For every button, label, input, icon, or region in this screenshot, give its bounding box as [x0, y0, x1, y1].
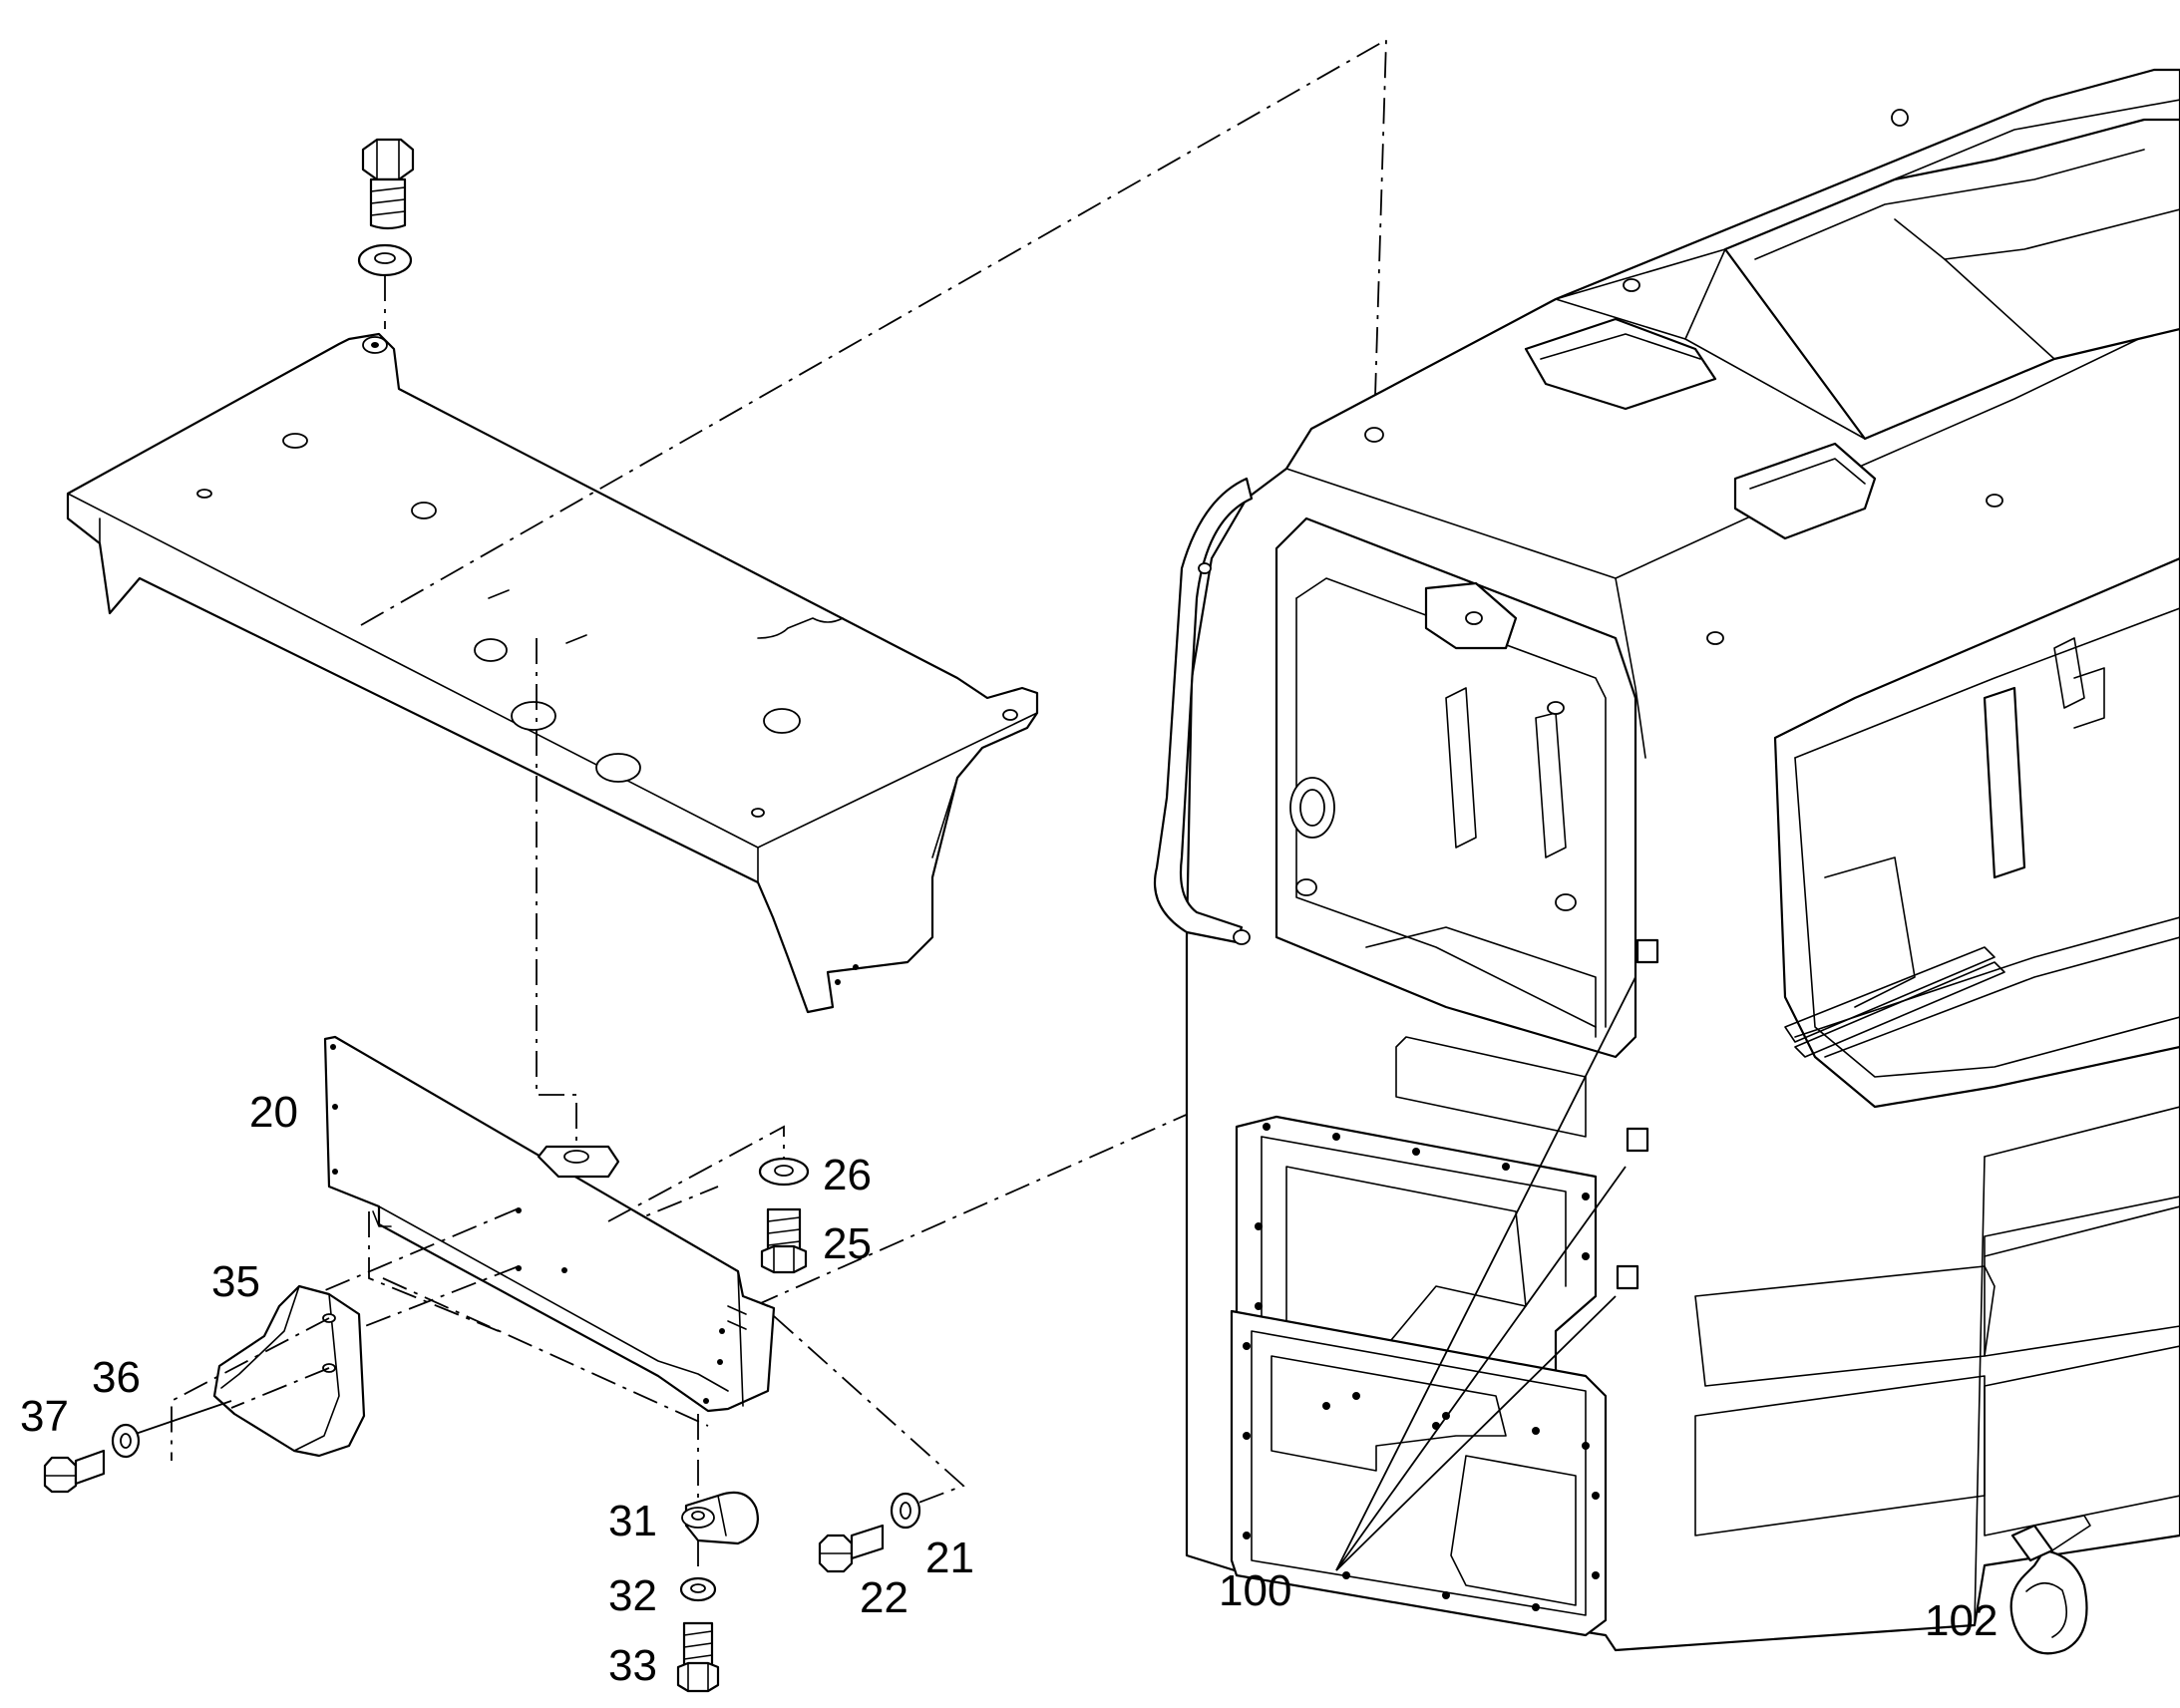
top-bolt: [361, 138, 415, 230]
callout-26: 26: [823, 1151, 872, 1199]
top-washer: [357, 243, 413, 277]
callout-100: 100: [1219, 1566, 1291, 1615]
bolt-37: [43, 1449, 106, 1494]
guard-35: [212, 1284, 366, 1458]
callout-37: 37: [20, 1392, 69, 1441]
callout-35: 35: [211, 1257, 260, 1306]
bolt-33: [676, 1621, 720, 1693]
washer-36: [111, 1423, 141, 1459]
callout-33: 33: [608, 1641, 657, 1690]
washer-26: [758, 1157, 810, 1187]
cab-assembly: [1153, 68, 2180, 1652]
cable-tie-102: [2009, 1515, 2091, 1655]
callout-31: 31: [608, 1497, 657, 1545]
upper-mounting-plate: [66, 332, 1039, 1014]
callout-36: 36: [92, 1353, 141, 1402]
callout-22: 22: [860, 1573, 908, 1622]
bolt-25: [760, 1207, 808, 1274]
callout-21: 21: [925, 1534, 974, 1582]
callout-32: 32: [608, 1571, 657, 1620]
clamp-31: [681, 1491, 759, 1545]
bracket-20: [323, 1035, 776, 1413]
callout-20: 20: [249, 1088, 298, 1137]
bolt-22: [818, 1524, 885, 1573]
callout-102: 102: [1925, 1596, 1998, 1645]
callout-25: 25: [823, 1219, 872, 1268]
washer-21: [890, 1492, 921, 1530]
washer-32: [679, 1576, 717, 1602]
